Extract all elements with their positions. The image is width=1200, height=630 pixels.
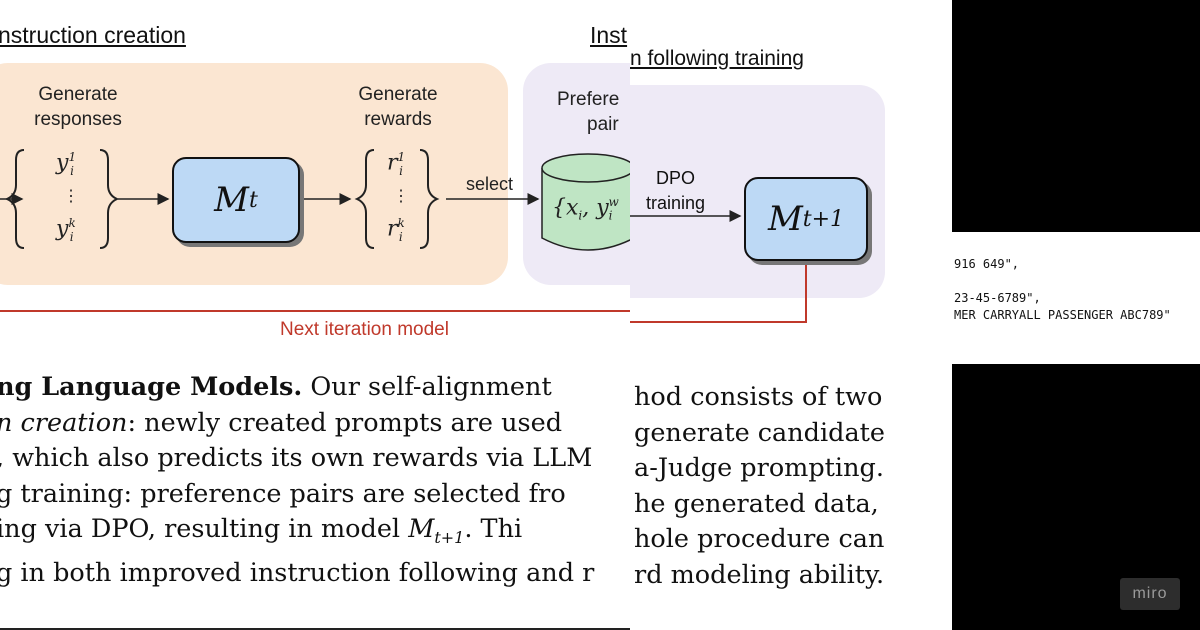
preference-pair-formula: {xi, yiw bbox=[552, 195, 619, 223]
preference-database-body bbox=[541, 168, 630, 251]
code-snippet-strip: 916 649", 23-45-6789", MER CARRYALL PASS… bbox=[952, 232, 1200, 364]
right-brace-responses bbox=[99, 149, 120, 249]
right-brace-rewards bbox=[419, 149, 440, 249]
flow-diagram-arrows bbox=[0, 149, 630, 312]
left-brace-responses bbox=[4, 149, 25, 249]
instruction-creation-heading: nstruction creation bbox=[0, 22, 186, 48]
response-ellipsis: ⋮ bbox=[63, 186, 79, 205]
next-iteration-label: Next iteration model bbox=[280, 319, 449, 340]
reward-r1: r1i bbox=[387, 150, 406, 178]
paper-paragraph-left: ng Language Models. Our self-alignment n… bbox=[0, 372, 595, 588]
response-yk: yki bbox=[56, 216, 76, 244]
preference-database-top bbox=[541, 153, 630, 183]
right-video-panel: 916 649", 23-45-6789", MER CARRYALL PASS… bbox=[952, 0, 1200, 630]
miro-badge[interactable]: miro bbox=[1120, 578, 1180, 610]
left-brace-rewards bbox=[354, 149, 375, 249]
select-label: select bbox=[466, 174, 514, 194]
feedback-loop-line bbox=[630, 260, 807, 323]
paper-paragraph-right: hod consists of two generate candidate a… bbox=[634, 382, 886, 590]
training-arrows bbox=[630, 210, 807, 323]
page-bottom-rule bbox=[0, 628, 630, 630]
instruction-following-training-heading: n following training bbox=[630, 47, 804, 70]
code-lines: 916 649", 23-45-6789", MER CARRYALL PASS… bbox=[954, 257, 1171, 322]
reward-rk: rki bbox=[387, 216, 405, 244]
instruction-following-heading-fragment: Inst bbox=[590, 22, 628, 48]
reward-ellipsis: ⋮ bbox=[393, 186, 409, 205]
response-y1: y1i bbox=[56, 150, 77, 178]
